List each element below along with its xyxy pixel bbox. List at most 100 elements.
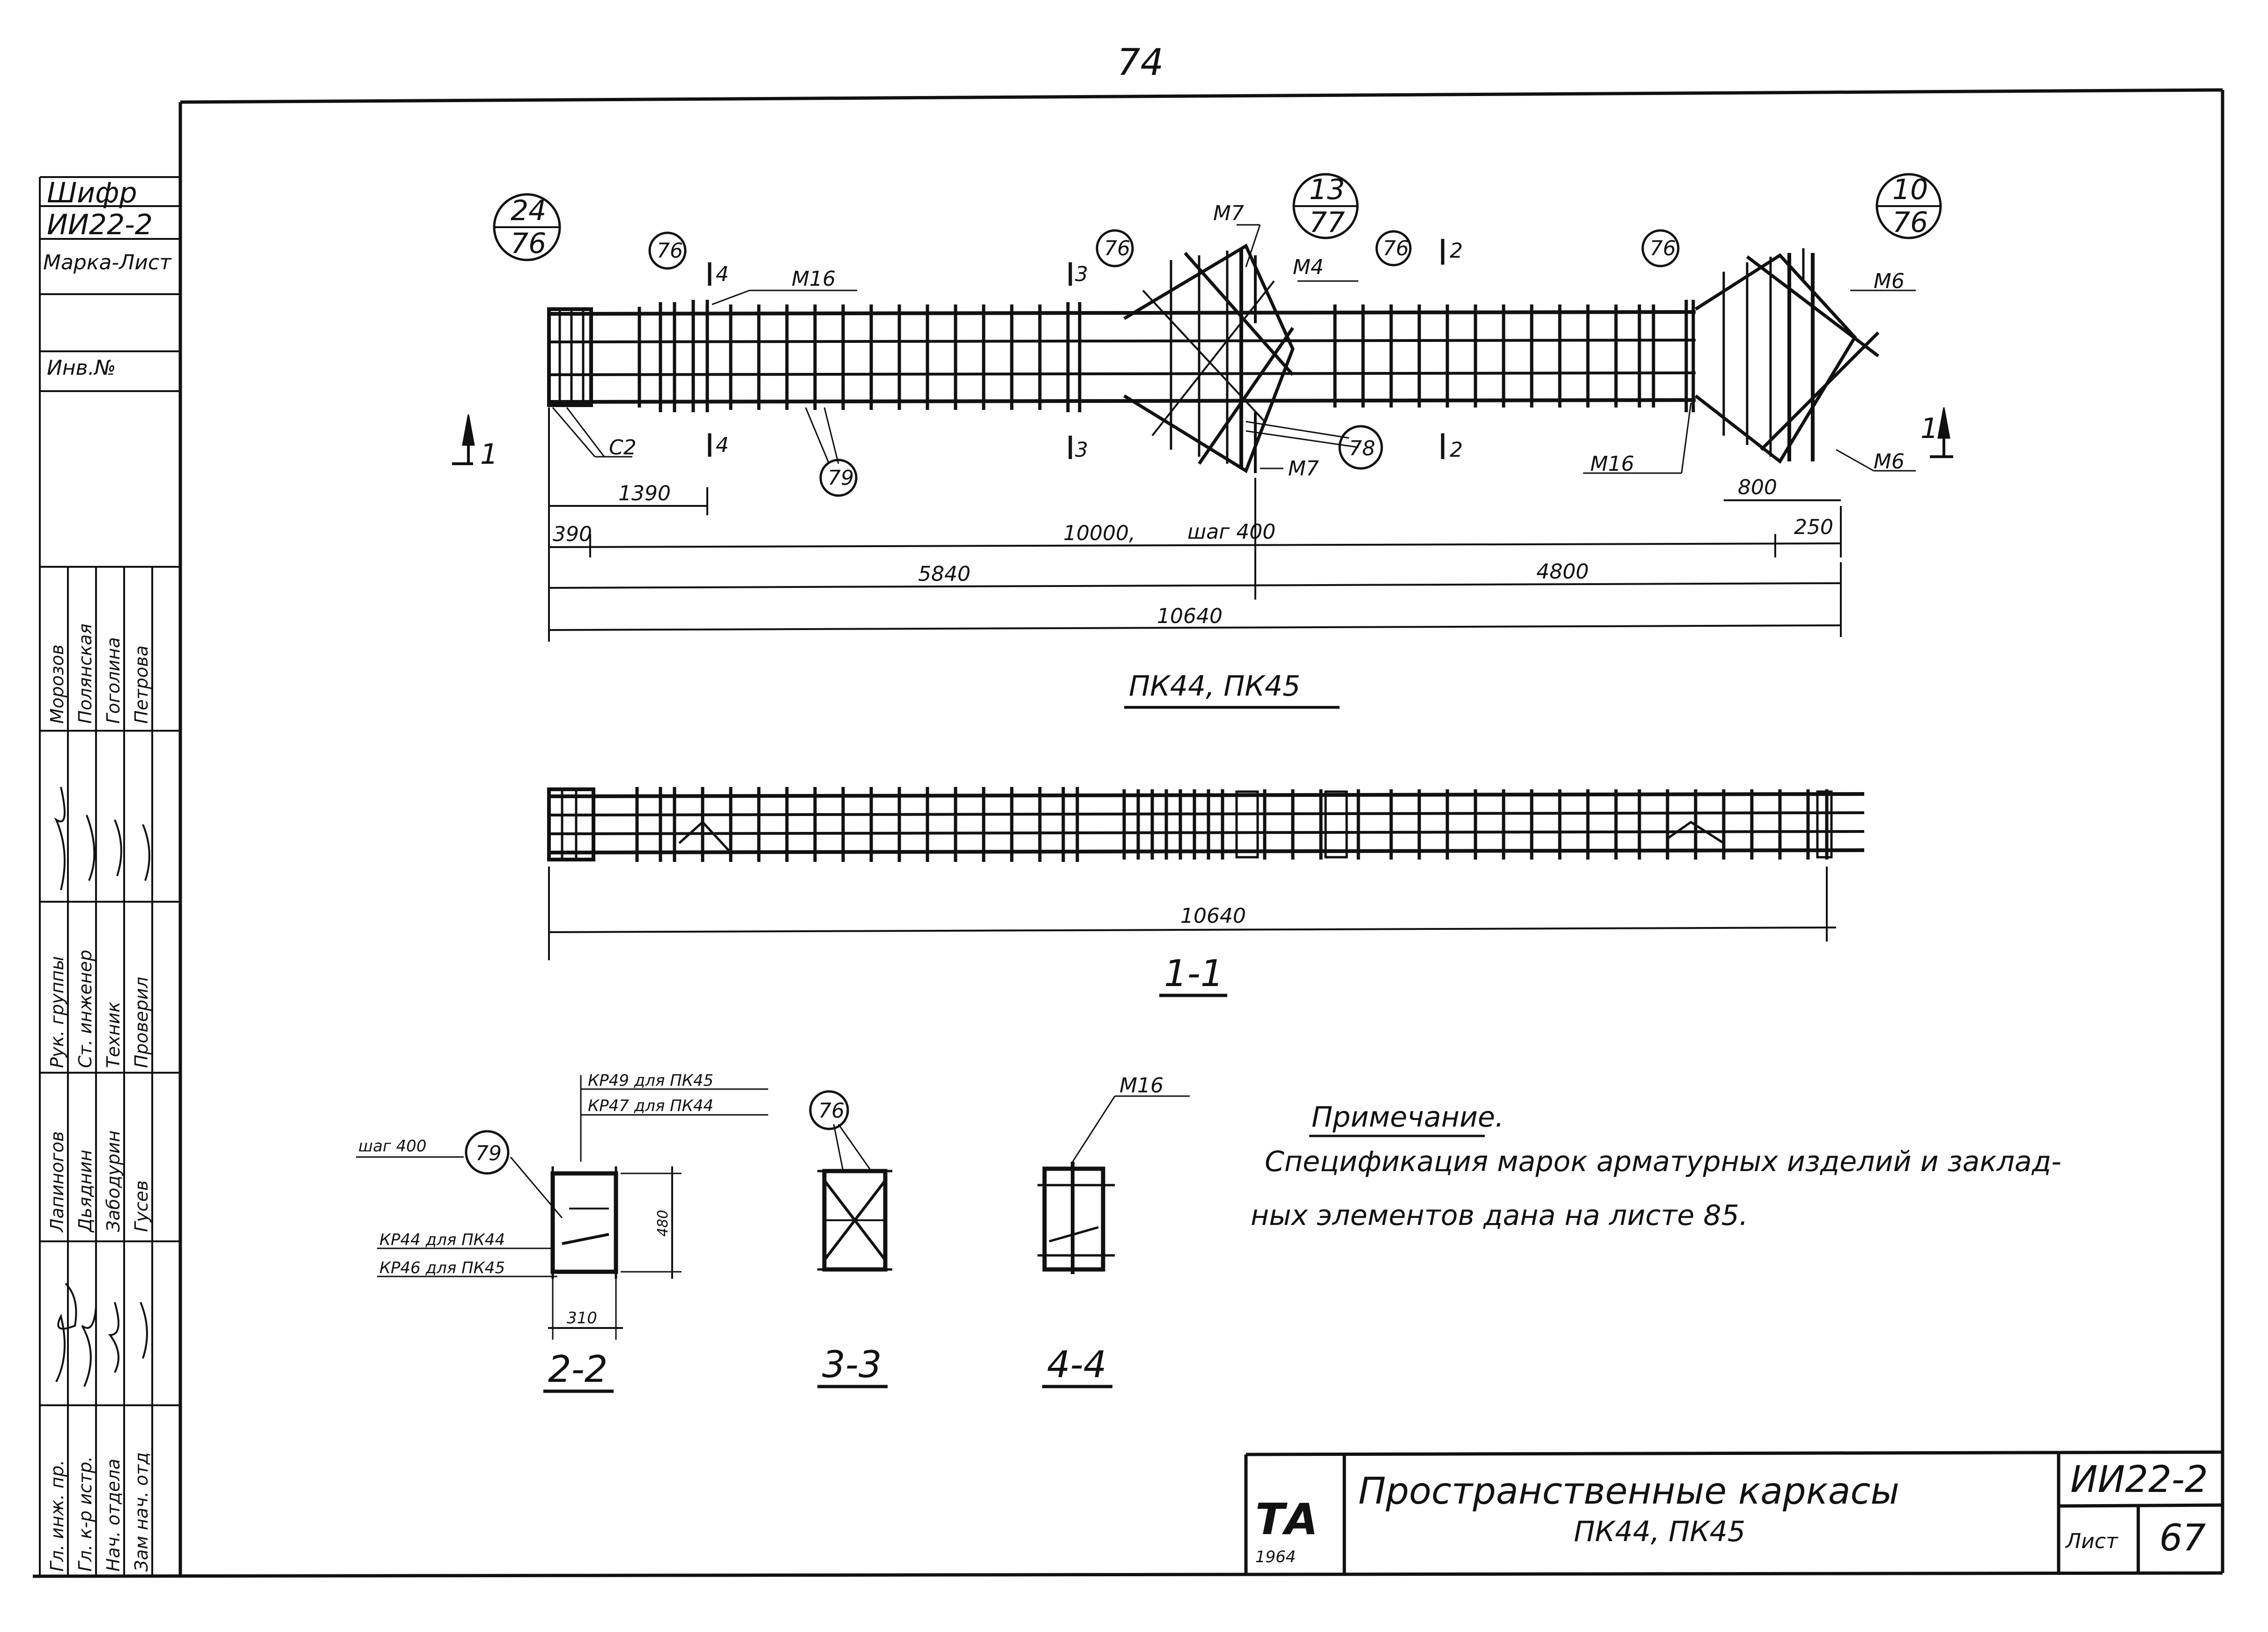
dim-step-400: шаг 400 — [1187, 520, 1275, 544]
detail-ref-76-d: 76 — [1650, 237, 1676, 260]
cipher-value: ИИ22-2 — [47, 208, 153, 241]
side-stamp — [39, 176, 180, 1576]
name-1: Лапиногов — [47, 1131, 67, 1233]
section-4-4-label: М16 — [1119, 1074, 1164, 1098]
detail-refs — [648, 229, 1680, 497]
title-block — [1244, 1450, 2223, 1574]
section-3-3-title: 3-3 — [822, 1344, 882, 1386]
stirrups — [637, 300, 1695, 412]
title-block-logo: ТА — [1255, 1494, 1318, 1544]
cage-plan-view — [452, 224, 1953, 474]
label-c2: С2 — [609, 436, 637, 460]
title-block-code: ИИ22-2 — [2070, 1459, 2208, 1501]
node-ref-1-bottom: 76 — [511, 227, 546, 260]
note-line-1: Спецификация марок арматурных изделий и … — [1265, 1145, 2061, 1178]
section-4-4-view — [1038, 1095, 1190, 1274]
section-2-2-height: 480 — [655, 1210, 671, 1237]
title-block-year: 1964 — [1255, 1548, 1296, 1566]
node-ref-3-bottom: 76 — [1892, 206, 1928, 239]
section-2-2-ref-circle — [465, 1130, 510, 1175]
signatures — [54, 786, 150, 1387]
label-kp47: КР47 для ПК44 — [588, 1097, 713, 1115]
role2-4: Проверил — [131, 977, 152, 1068]
section-3-3-ref-circle — [809, 1090, 849, 1130]
node-ref-24-76: 24 76 — [493, 193, 561, 261]
dim-5840: 5840 — [918, 562, 971, 586]
name2-2: Полянская — [75, 623, 96, 724]
name-3: Забодурин — [103, 1130, 124, 1232]
name2-4: Петрова — [131, 645, 152, 724]
section-1-1-title: 1-1 — [1164, 953, 1223, 995]
name2-1: Морозов — [47, 645, 67, 724]
role-head-department: Нач. отдела — [103, 1459, 124, 1572]
main-view-title: ПК44, ПК45 — [1129, 670, 1300, 703]
label-m7-bottom: М7 — [1288, 457, 1319, 481]
section-2-2-view — [356, 1075, 768, 1340]
section-mark-3-bottom: 3 — [1075, 438, 1088, 462]
role2-1: Рук. группы — [47, 956, 67, 1068]
note-line-2: ных элементов дана на листе 85. — [1251, 1199, 1748, 1232]
section-mark-4-top: 4 — [716, 262, 729, 286]
name-2: Дьяднин — [75, 1150, 96, 1233]
label-kp44: КР44 для ПК44 — [379, 1231, 505, 1249]
dim-10000: 10000, — [1063, 521, 1135, 545]
label-m6-top: М6 — [1874, 269, 1905, 293]
detail-ref-76-c: 76 — [1383, 237, 1409, 260]
role-deputy-head: Зам нач. отд — [131, 1452, 152, 1572]
title-block-title-1: Пространственные каркасы — [1358, 1470, 1899, 1513]
node-ref-13-77: 13 77 — [1292, 173, 1359, 239]
detail-ref-76-a: 76 — [657, 239, 683, 263]
dim-390: 390 — [553, 522, 592, 546]
title-block-sheet-number: 67 — [2159, 1517, 2206, 1559]
node-ref-3-top: 10 — [1892, 173, 1928, 206]
label-m16-top: М16 — [792, 267, 836, 291]
section-4-4-title: 4-4 — [1047, 1344, 1106, 1386]
role-chief-engineer: Гл. инж. пр. — [47, 1460, 67, 1572]
name-4: Гусев — [131, 1180, 152, 1232]
page-number: 74 — [1117, 42, 1164, 84]
stamp-roles: Гл. инж. пр. Гл. к-р истр. Нач. отдела З… — [47, 623, 152, 1572]
label-m4: М4 — [1293, 255, 1324, 279]
section-3-3-ref: 76 — [818, 1099, 845, 1123]
node-ref-2-bottom: 77 — [1309, 206, 1345, 239]
label-m6-bottom: М6 — [1874, 450, 1905, 474]
title-block-sheet-label: Лист — [2065, 1529, 2119, 1553]
section-1-1-dim: 10640 — [1180, 904, 1246, 928]
label-m7-top: М7 — [1213, 201, 1244, 225]
detail-ref-79: 79 — [828, 466, 854, 490]
section-1-1-view — [547, 787, 1865, 960]
role-chief-constructor: Гл. к-р истр. — [75, 1456, 96, 1572]
sheet-frame — [32, 88, 2224, 1578]
section-2-2-width: 310 — [567, 1309, 597, 1328]
section-mark-4-bottom: 4 — [716, 433, 729, 457]
detail-ref-78: 78 — [1349, 437, 1375, 460]
node-ref-1-top: 24 — [511, 194, 546, 227]
section-2-2-title: 2-2 — [548, 1349, 608, 1391]
label-kp46: КР46 для ПК45 — [379, 1259, 505, 1277]
section-mark-2-bottom: 2 — [1450, 438, 1463, 462]
mark-sheet-label: Марка-Лист — [43, 251, 172, 274]
label-m16-right: М16 — [1590, 452, 1634, 476]
note-heading: Примечание. — [1312, 1101, 1504, 1134]
section-mark-2-top: 2 — [1450, 239, 1463, 263]
name2-3: Гоголина — [103, 637, 124, 724]
section-2-2-ref: 79 — [475, 1142, 502, 1165]
detail-ref-76-b: 76 — [1104, 237, 1130, 260]
cipher-label: Шифр — [47, 177, 137, 209]
label-kp49: КР49 для ПК45 — [588, 1071, 713, 1090]
dim-250: 250 — [1794, 515, 1833, 539]
title-block-title-2: ПК44, ПК45 — [1574, 1515, 1745, 1548]
section-2-2-step: шаг 400 — [358, 1137, 427, 1156]
dim-4800: 4800 — [1536, 560, 1589, 584]
section-mark-3-top: 3 — [1075, 262, 1088, 286]
dim-1390: 1390 — [618, 482, 671, 505]
node-ref-2-top: 13 — [1309, 173, 1345, 206]
role2-3: Техник — [103, 1001, 124, 1068]
inv-label: Инв.№ — [47, 356, 116, 380]
section-3-3-view — [817, 1124, 892, 1272]
section-mark-1-left: 1 — [480, 438, 498, 471]
node-ref-10-76: 10 76 — [1875, 173, 1942, 239]
dim-10640: 10640 — [1157, 604, 1223, 628]
main-dimension-lines — [548, 408, 1842, 642]
